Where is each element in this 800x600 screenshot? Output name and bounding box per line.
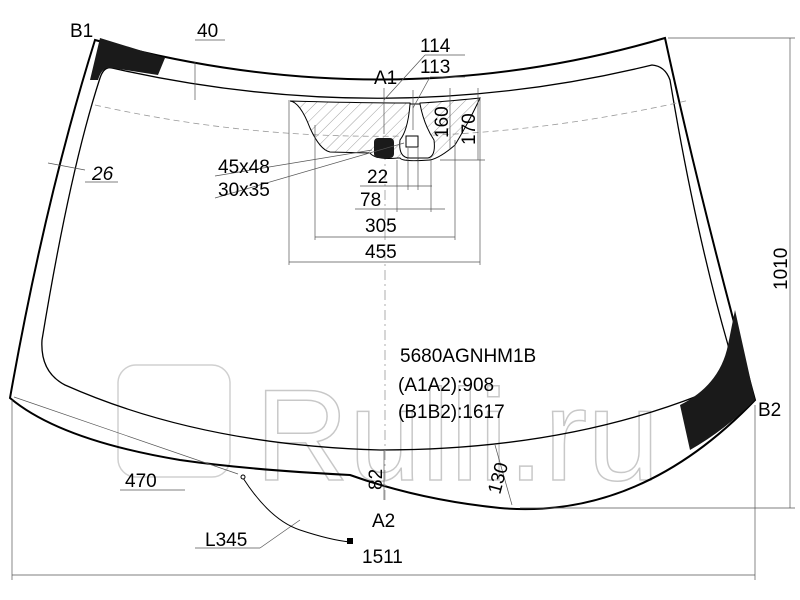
dim-height: 1010 [771, 248, 792, 290]
distance-a1a2: (A1A2):908 [398, 375, 494, 396]
glass-outer-edge [8, 36, 757, 511]
dim-470: 470 [125, 471, 157, 492]
vision-area-line [94, 99, 691, 137]
black-area-bottom-right [680, 310, 755, 450]
dim-455: 455 [365, 242, 397, 263]
point-b1-label: B1 [70, 21, 93, 42]
rain-sensor-large [374, 138, 394, 158]
watermark: Rulli.ru [117, 361, 660, 509]
dim-top-band: 40 [197, 21, 218, 42]
part-code: 5680AGNHM1B [400, 346, 536, 367]
overall-dimension-lines [11, 37, 795, 580]
sensor-cable [242, 477, 351, 543]
dim-113: 113 [420, 57, 450, 78]
cable-connector-point [240, 474, 246, 480]
dim-sensor-small: 30x35 [218, 180, 270, 201]
dim-305: 305 [365, 216, 397, 237]
dim-sensor-large: 45x48 [218, 157, 270, 178]
watermark-text: Rulli.ru [255, 362, 660, 508]
cable-connector [347, 538, 353, 544]
rain-sensor-small [405, 135, 419, 148]
point-a2-label: A2 [372, 511, 395, 532]
distance-b1b2: (B1B2):1617 [398, 402, 505, 423]
sensor-dimension-lines [47, 39, 485, 265]
dim-width: 1511 [362, 547, 403, 568]
dim-78: 78 [360, 190, 381, 211]
dim-22: 22 [367, 167, 388, 188]
dim-82: 82 [366, 469, 387, 490]
dim-160: 160 [432, 106, 453, 138]
point-a1-label: A1 [374, 68, 397, 89]
black-area-top-left [90, 38, 165, 80]
glass-inner-edge [41, 64, 730, 451]
dim-114: 114 [420, 36, 451, 57]
dim-side-band: 26 [91, 164, 114, 185]
dim-cable-length: L345 [205, 530, 247, 551]
point-b2-label: B2 [758, 400, 781, 421]
dim-170: 170 [459, 113, 480, 145]
